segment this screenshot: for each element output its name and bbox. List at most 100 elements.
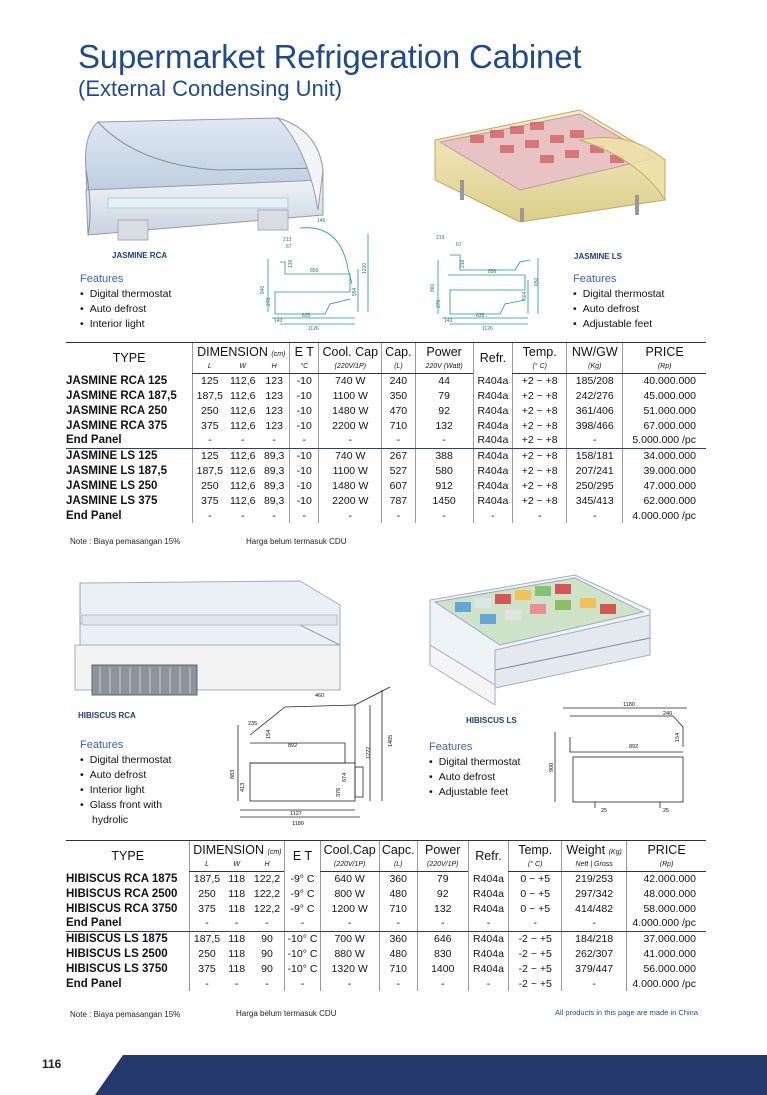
table-cell: 345/413: [566, 493, 623, 508]
feature-item: Glass front with: [80, 798, 171, 813]
dim-label: 460: [315, 693, 324, 699]
row-type-cell: JASMINE RCA 187,5: [66, 389, 177, 402]
table-cell: -: [234, 977, 239, 990]
table-cell: 112,6: [229, 494, 256, 507]
col-dimension: DIMENSION (cm): [192, 342, 290, 361]
table-cell: +2 ~ +8: [512, 373, 567, 388]
table-cell: 56.000.000: [626, 961, 706, 976]
table-cell: 122,2: [253, 902, 281, 915]
table-cell: 79: [416, 871, 469, 886]
table-cell: R404a: [467, 871, 509, 886]
table-cell: 112,6: [229, 479, 256, 492]
table-cell: -: [189, 976, 224, 991]
dim-label: 892: [288, 743, 297, 749]
table-cell: -: [381, 433, 415, 449]
col-capc: Capc.: [378, 840, 418, 859]
table-cell: -: [272, 509, 276, 522]
table-cell: 0 ~ +5: [508, 886, 562, 901]
table-cell: -10: [289, 373, 319, 388]
col-refr: Refr.: [467, 840, 509, 871]
table-cell: -: [319, 916, 380, 932]
table-cell: -: [467, 916, 509, 932]
table-cell: -: [566, 508, 623, 523]
table-cell: 112,6: [229, 419, 256, 432]
table-cell: 112,6: [229, 404, 256, 417]
col-cap: Cap.: [381, 342, 415, 361]
table-cell: 1320 W: [319, 961, 380, 976]
table-cell: -: [284, 916, 321, 932]
table-cell: 122,2: [253, 872, 281, 885]
table-cell: 1100 W: [318, 463, 382, 478]
table-cell: 39.000.000: [622, 463, 706, 478]
table-cell: +2 ~ +8: [512, 433, 567, 449]
table-cell: 62.000.000: [622, 493, 706, 508]
unit-capc: (L): [378, 858, 418, 872]
table-cell: -10: [289, 448, 319, 463]
col-type: TYPE: [66, 342, 193, 373]
table-cell: -10: [289, 478, 319, 493]
table-cell: 1200 W: [319, 901, 380, 916]
table-row: End Panel----------4.000.000 /pc: [66, 916, 706, 932]
unit-w: W: [226, 360, 260, 374]
col-power: Power: [414, 342, 474, 361]
unit-w: W: [223, 858, 250, 872]
hibiscus-rca-caption: HIBISCUS RCA: [78, 711, 136, 720]
hibiscus-note-install: Note : Biaya pemasangan 15%: [70, 1010, 181, 1019]
col-nwgw: NW/GW: [566, 342, 623, 361]
unit-power: (220V/1P): [416, 858, 469, 872]
table-cell: 350: [381, 388, 415, 403]
table-row: End Panel-------R404a+2 ~ +8-5.000.000 /…: [66, 433, 706, 449]
row-type-cell: JASMINE RCA 250: [66, 404, 168, 417]
table-cell: -2 ~ +5: [508, 961, 562, 976]
table-cell: -: [414, 508, 474, 523]
dim-label: 146: [317, 218, 326, 224]
unit-coolcap: (220V/1P): [319, 858, 380, 872]
jasmine-note-cdu: Harga belum termasuk CDU: [246, 537, 347, 546]
dim-label: 554: [352, 287, 358, 296]
jasmine-ls-photo: [434, 109, 666, 223]
table-cell: 242/276: [566, 388, 623, 403]
table-cell: R404a: [472, 388, 513, 403]
row-type-cell: HIBISCUS LS 1875: [66, 932, 168, 945]
table-cell: 58.000.000: [626, 901, 706, 916]
table-cell: -2 ~ +5: [508, 976, 562, 991]
table-cell: 118: [228, 962, 246, 975]
row-type-cell: HIBISCUS LS 3750: [66, 962, 168, 975]
feature-item: Auto defrost: [429, 770, 520, 785]
row-type-cell: JASMINE LS 250: [66, 479, 158, 492]
table-cell: 700 W: [319, 931, 380, 946]
row-type-cell: HIBISCUS LS 2500: [66, 947, 168, 960]
dim-label: 240: [663, 711, 672, 717]
table-cell: 480: [378, 886, 418, 901]
table-cell: 41.000.000: [626, 946, 706, 961]
table-cell: 740 W: [318, 373, 382, 388]
table-cell: -10: [289, 418, 319, 433]
col-power: Power: [416, 840, 469, 859]
table-cell: 830: [416, 946, 469, 961]
table-cell: R404a: [467, 886, 509, 901]
table-cell: -: [289, 508, 319, 523]
col-et: E T: [284, 840, 321, 871]
feature-item: Auto defrost: [80, 768, 171, 783]
feature-item: Auto defrost: [573, 302, 664, 317]
table-cell: 219/253: [561, 871, 627, 886]
table-cell: 267: [381, 448, 415, 463]
table-cell: R404a: [472, 403, 513, 418]
dim-label: 860: [430, 283, 436, 292]
unit-temp: (° C): [512, 360, 567, 374]
table-cell: -10: [289, 463, 319, 478]
feature-item: Digital thermostat: [80, 287, 172, 302]
table-cell: -2 ~ +5: [508, 931, 562, 946]
features-heading: Features: [80, 739, 124, 751]
table-cell: 123: [265, 419, 283, 432]
table-cell: 375: [192, 493, 227, 508]
table-cell: 360: [378, 871, 418, 886]
hibiscus-note-cdu: Harga belum termasuk CDU: [236, 1009, 337, 1018]
table-cell: 710: [378, 901, 418, 916]
table-cell: 414/482: [561, 901, 627, 916]
col-temp: Temp.: [512, 342, 567, 361]
